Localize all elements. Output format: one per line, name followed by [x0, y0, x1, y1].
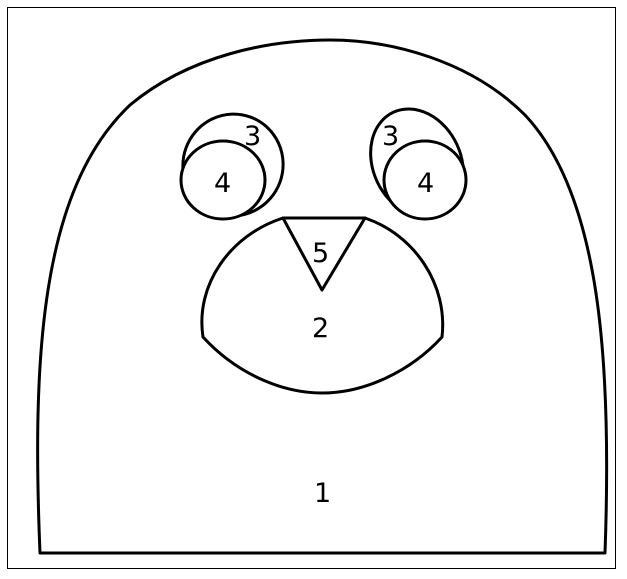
label-region-3-right: 3 — [382, 121, 399, 152]
label-region-1: 1 — [314, 478, 331, 509]
label-region-4-left: 4 — [214, 168, 231, 199]
label-region-5: 5 — [312, 238, 329, 269]
label-region-3-left: 3 — [244, 121, 261, 152]
label-region-2: 2 — [312, 313, 329, 344]
label-region-4-right: 4 — [417, 168, 434, 199]
